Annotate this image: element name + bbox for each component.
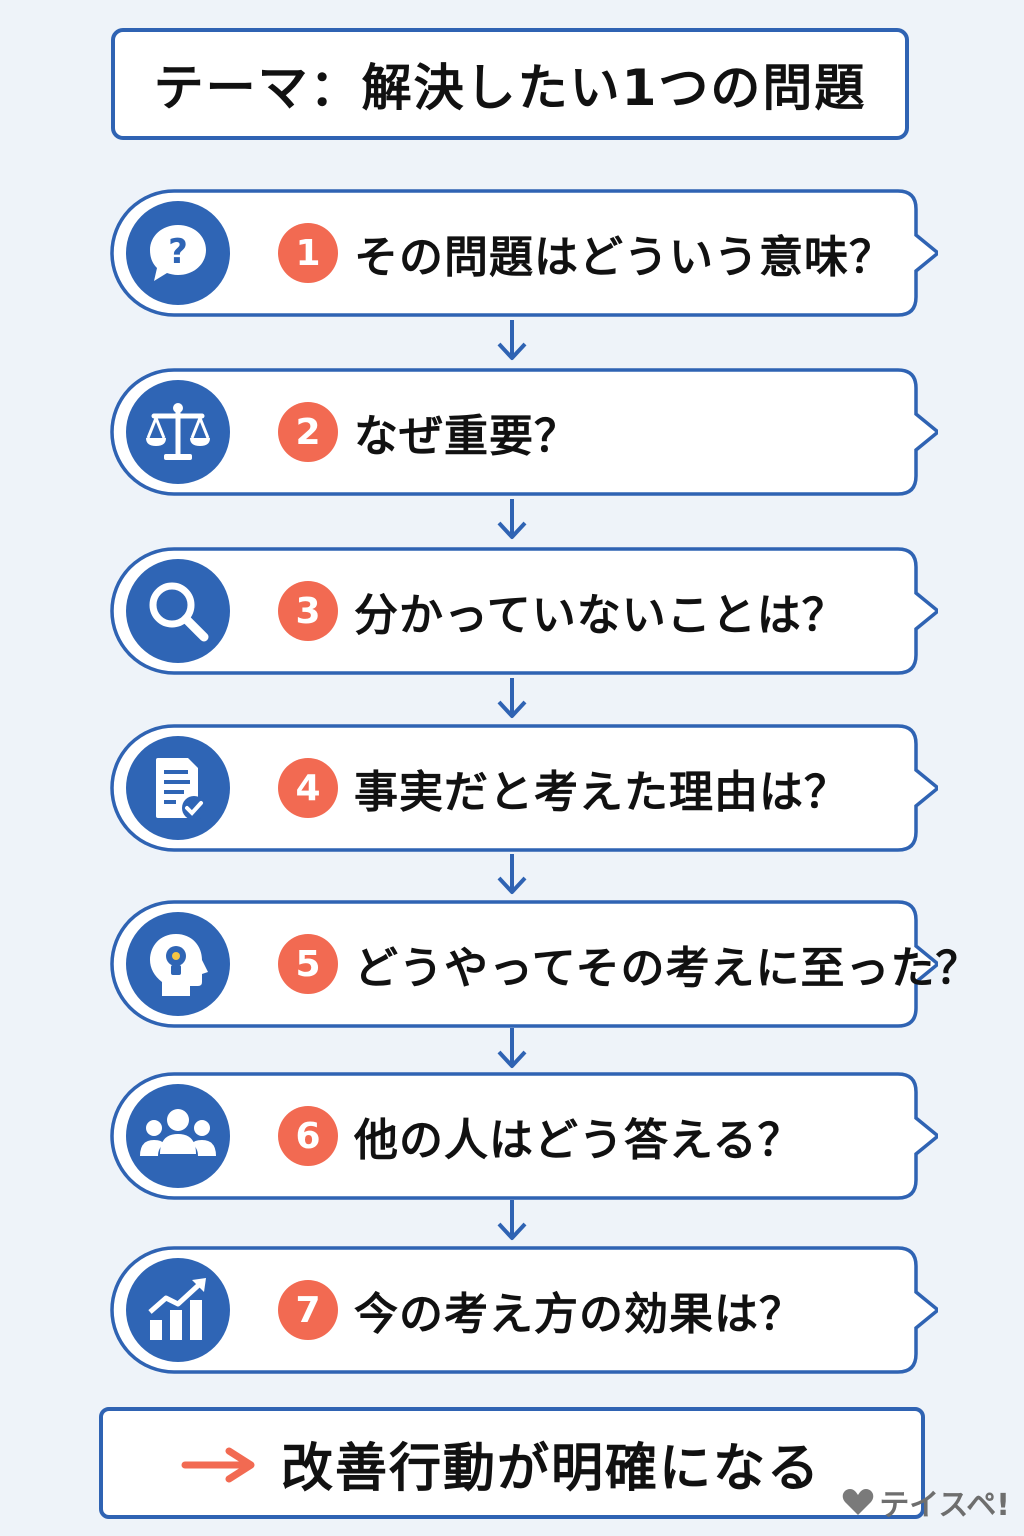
step-question: 分かっていないことは？ bbox=[354, 590, 847, 641]
step-1: ? 1 その問題はどういう意味？ bbox=[108, 187, 938, 319]
step-box bbox=[110, 368, 938, 496]
step-7: 7 今の考え方の効果は？ bbox=[108, 1244, 938, 1376]
theme-title: テーマ：解決したい1つの問題 bbox=[111, 28, 909, 140]
down-arrow-icon bbox=[497, 854, 527, 894]
step-3: 3 分かっていないことは？ bbox=[108, 545, 938, 677]
step-number-badge: 6 bbox=[278, 1106, 338, 1166]
head-lightbulb-icon bbox=[126, 912, 230, 1016]
step-question: 事実だと考えた理由は？ bbox=[354, 767, 849, 818]
step-4: 4 事実だと考えた理由は？ bbox=[108, 722, 938, 854]
step-number-badge: 1 bbox=[278, 223, 338, 283]
step-question: 他の人はどう答える？ bbox=[354, 1115, 803, 1166]
step-box bbox=[110, 1072, 938, 1200]
step-question: 今の考え方の効果は？ bbox=[354, 1289, 804, 1340]
down-arrow-icon bbox=[497, 1200, 527, 1240]
watermark-text: テイスペ! bbox=[879, 1488, 1010, 1523]
growth-chart-icon bbox=[126, 1258, 230, 1362]
step-number-badge: 4 bbox=[278, 758, 338, 818]
result-text: 改善行動が明確になる bbox=[281, 1438, 822, 1499]
heart-logo-icon bbox=[843, 1489, 874, 1515]
step-box bbox=[110, 189, 938, 317]
right-arrow-icon bbox=[181, 1447, 255, 1483]
step-question: どうやってその考えに至った？ bbox=[354, 943, 981, 994]
step-box bbox=[110, 724, 938, 852]
step-number-badge: 3 bbox=[278, 581, 338, 641]
scales-icon bbox=[126, 380, 230, 484]
step-number-badge: 2 bbox=[278, 402, 338, 462]
document-check-icon bbox=[126, 736, 230, 840]
down-arrow-icon bbox=[497, 1028, 527, 1068]
result-box: 改善行動が明確になる bbox=[99, 1407, 925, 1519]
watermark: テイスペ! bbox=[841, 1480, 1010, 1524]
step-box bbox=[110, 1246, 938, 1374]
down-arrow-icon bbox=[497, 320, 527, 360]
down-arrow-icon bbox=[497, 678, 527, 718]
step-question: なぜ重要？ bbox=[354, 411, 579, 462]
down-arrow-icon bbox=[497, 499, 527, 539]
step-box bbox=[110, 547, 938, 675]
svg-text:?: ? bbox=[168, 232, 188, 272]
people-group-icon bbox=[126, 1084, 230, 1188]
step-5: 5 どうやってその考えに至った？ bbox=[108, 898, 981, 1030]
step-2: 2 なぜ重要？ bbox=[108, 366, 938, 498]
question-bubble-icon: ? bbox=[126, 201, 230, 305]
step-box bbox=[110, 900, 938, 1028]
step-question: その問題はどういう意味？ bbox=[354, 232, 894, 283]
magnifier-icon bbox=[126, 559, 230, 663]
step-number-badge: 5 bbox=[278, 934, 338, 994]
step-number-badge: 7 bbox=[278, 1280, 338, 1340]
step-6: 6 他の人はどう答える？ bbox=[108, 1070, 938, 1202]
